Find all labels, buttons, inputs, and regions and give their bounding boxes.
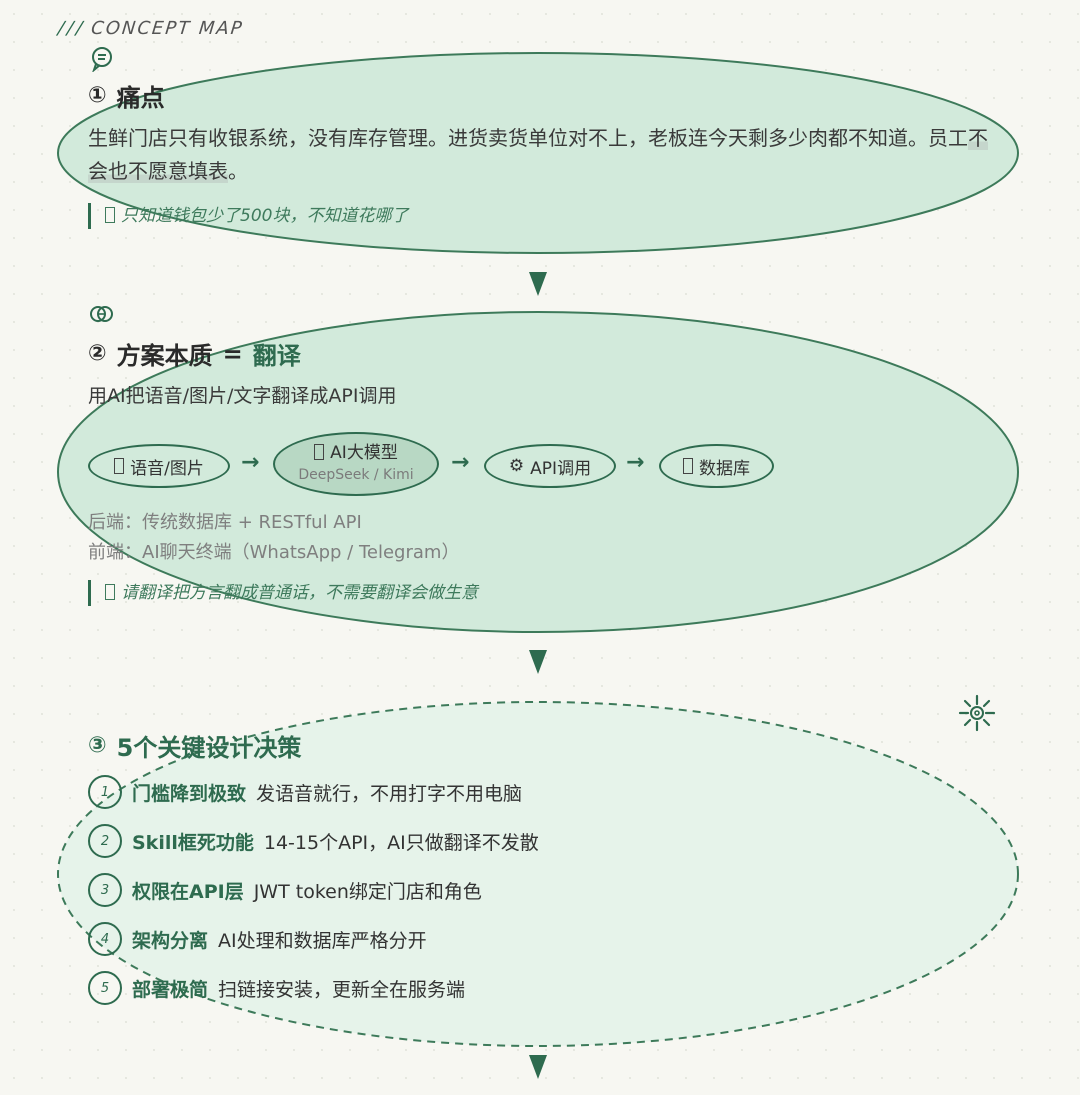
arrow-down-icon <box>529 272 547 296</box>
sun-icon <box>958 694 996 732</box>
decision-item: 5 部署极简 扫链接安装，更新全在服务端 <box>88 971 465 1005</box>
flow-node-api-call: ⚙API调用 <box>484 444 616 488</box>
decision-item: 4 架构分离 AI处理和数据库严格分开 <box>88 922 427 956</box>
flow-arrow-icon: → <box>451 450 470 475</box>
section1-title: ① 痛点 <box>88 83 165 112</box>
coins-icon <box>90 306 113 322</box>
database-icon <box>683 458 693 474</box>
frontend-note: 前端：AI聊天终端（WhatsApp / Telegram） <box>88 542 460 563</box>
quote-emoji-icon <box>105 207 115 223</box>
arrow-down-icon <box>529 650 547 674</box>
number-circle: 2 <box>88 824 122 858</box>
number-circle: 1 <box>88 775 122 809</box>
flow-arrow-icon: → <box>241 450 260 475</box>
gear-icon: ⚙ <box>508 456 525 476</box>
quote-emoji-icon <box>105 584 115 600</box>
decision-item: 2 Skill框死功能 14-15个API，AI只做翻译不发散 <box>88 824 539 858</box>
section1-body: 生鲜门店只有收银系统，没有库存管理。进货卖货单位对不上，老板连今天剩多少肉都不知… <box>88 126 988 183</box>
flow-arrow-icon: → <box>626 450 645 475</box>
decision-item: 1 门槛降到极致 发语音就行，不用打字不用电脑 <box>88 775 522 809</box>
section3-title: ③ 5个关键设计决策 <box>88 733 302 762</box>
arrow-down-icon <box>529 1055 547 1079</box>
decision-item: 3 权限在API层 JWT token绑定门店和角色 <box>88 873 482 907</box>
section1-ellipse <box>57 52 1019 254</box>
microphone-icon <box>114 458 125 474</box>
number-circle: 4 <box>88 922 122 956</box>
robot-icon <box>314 444 325 460</box>
number-circle: 3 <box>88 873 122 907</box>
concept-map-label: ///CONCEPT MAP <box>56 18 245 39</box>
section2-title: ② 方案本质 = 翻译 <box>88 339 301 371</box>
speech-bubble-icon <box>92 47 112 72</box>
backend-note: 后端：传统数据库 + RESTful API <box>88 512 362 533</box>
section3-ellipse <box>57 701 1019 1047</box>
section2-subtitle: 用AI把语音/图片/文字翻译成API调用 <box>88 385 397 407</box>
section1-quote: 只知道钱包少了500块，不知道花哪了 <box>88 203 408 229</box>
flow-node-voice-image: 语音/图片 <box>88 444 230 488</box>
section2-quote: 请翻译把方言翻成普通话，不需要翻译会做生意 <box>88 580 478 606</box>
number-circle: 5 <box>88 971 122 1005</box>
flow-node-database: 数据库 <box>659 444 774 488</box>
flow-node-ai-model: AI大模型 DeepSeek / Kimi <box>273 432 439 496</box>
